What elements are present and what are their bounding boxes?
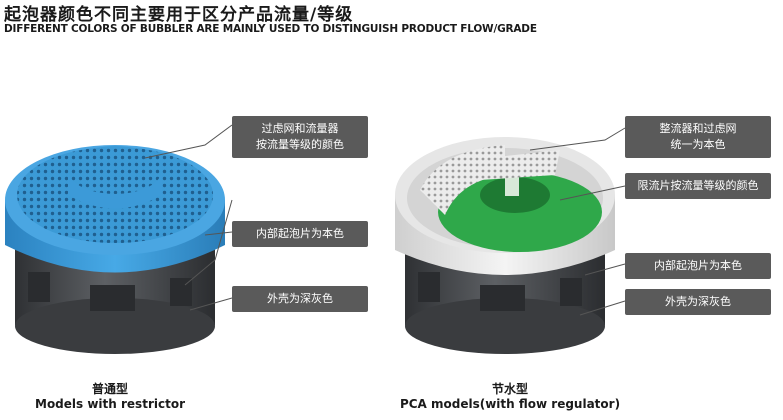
callout-inner-aerator: 内部起泡片为本色 (232, 221, 368, 247)
bubbler-pca-green-icon (395, 137, 615, 354)
caption-right-en: PCA models(with flow regulator) (399, 397, 621, 411)
callout-lines (144, 124, 626, 316)
caption-left-en: Models with restrictor (35, 397, 185, 411)
page-title-cn: 起泡器颜色不同主要用于区分产品流量/等级 (4, 5, 354, 25)
callout-shell-color: 外壳为深灰色 (625, 289, 771, 315)
caption-right: 节水型 PCA models(with flow regulator) (390, 382, 630, 412)
callout-rectifier-filter: 整流器和过虑网 统一为本色 (625, 116, 771, 158)
callout-shell-color: 外壳为深灰色 (232, 286, 368, 312)
page-title-en: DIFFERENT COLORS OF BUBBLER ARE MAINLY U… (4, 23, 537, 35)
caption-left: 普通型 Models with restrictor (10, 382, 210, 412)
callout-flow-limiter-color: 限流片按流量等级的颜色 (625, 173, 771, 199)
caption-right-cn: 节水型 (491, 382, 528, 396)
caption-left-cn: 普通型 (91, 382, 128, 396)
bubbler-blue-icon (5, 145, 225, 354)
callout-filter-flow-color: 过虑网和流量器 按流量等级的颜色 (232, 116, 368, 158)
callout-inner-aerator: 内部起泡片为本色 (625, 253, 771, 279)
